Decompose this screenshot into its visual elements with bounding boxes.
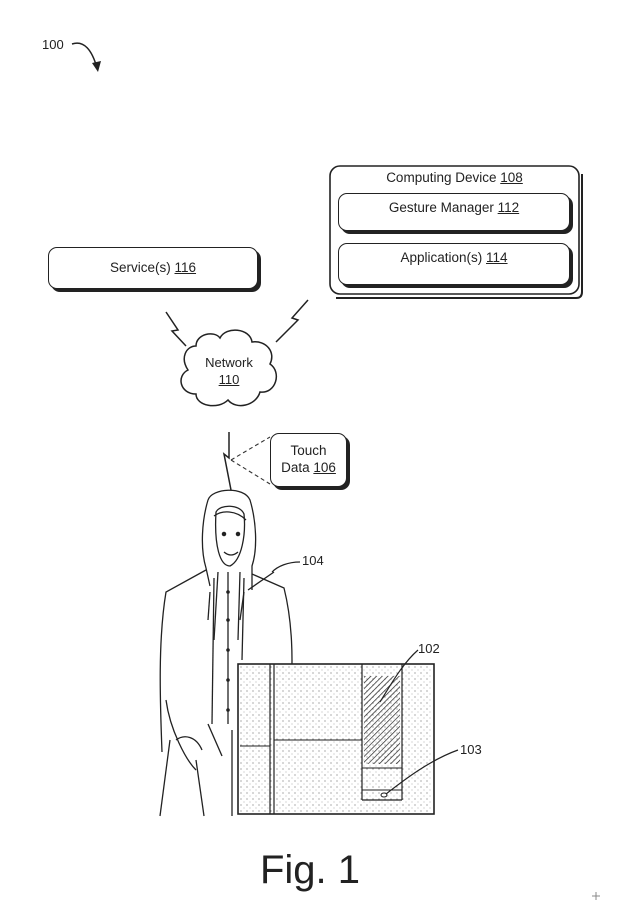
services-text: Service(s) 116	[49, 260, 257, 275]
ref-100-arrowhead	[92, 61, 101, 72]
shirt-buttons	[226, 590, 230, 712]
network-cloud	[180, 329, 278, 407]
person-illustration	[159, 489, 293, 817]
ref-104-label: 104	[302, 553, 324, 568]
touch-data-line1: Touch	[290, 443, 327, 458]
touch-data-line2: Data	[281, 460, 310, 475]
services-ref: 116	[174, 260, 197, 275]
applications-text: Application(s) 114	[339, 250, 569, 265]
touch-data-ref: 106	[313, 460, 336, 475]
registration-mark	[592, 892, 600, 900]
applications-box: Application(s) 114	[338, 243, 570, 285]
computing-device-title: Computing Device	[386, 170, 497, 185]
services-title: Service(s)	[109, 260, 171, 275]
ref-103-label: 103	[460, 742, 482, 757]
computing-device-ref: 108	[500, 170, 523, 185]
services-link-bolt	[165, 311, 187, 347]
ref-102-leader	[379, 649, 419, 703]
applications-ref: 114	[486, 250, 508, 265]
gesture-manager-title: Gesture Manager	[388, 200, 494, 215]
services-box: Service(s) 116	[48, 247, 258, 289]
touch-data-line2-wrap: Data 106	[271, 459, 346, 476]
ref-100-label: 100	[42, 37, 64, 52]
device-link-bolt	[275, 299, 309, 343]
ref-103-leader	[385, 749, 459, 795]
ref-104-leader	[271, 561, 301, 573]
touch-sensor-grid	[364, 676, 400, 764]
touch-data-text: Touch Data 106	[271, 442, 346, 476]
touch-data-box: Touch Data 106	[270, 433, 347, 487]
computing-device-label: Computing Device 108	[330, 170, 579, 185]
ref-102-label: 102	[418, 641, 440, 656]
figure-caption: Fig. 1	[259, 848, 361, 892]
gesture-manager-box: Gesture Manager 112	[338, 193, 570, 231]
fabric-detail-inset	[237, 663, 435, 815]
network-ref: 110	[218, 372, 240, 387]
gesture-manager-text: Gesture Manager 112	[339, 200, 569, 215]
sensor-connector	[380, 792, 388, 798]
network-label: Network 110	[196, 354, 262, 388]
network-title: Network	[205, 355, 253, 370]
wearable-link-bolt	[222, 432, 232, 491]
applications-title: Application(s)	[400, 250, 483, 265]
gesture-manager-ref: 112	[497, 200, 520, 215]
